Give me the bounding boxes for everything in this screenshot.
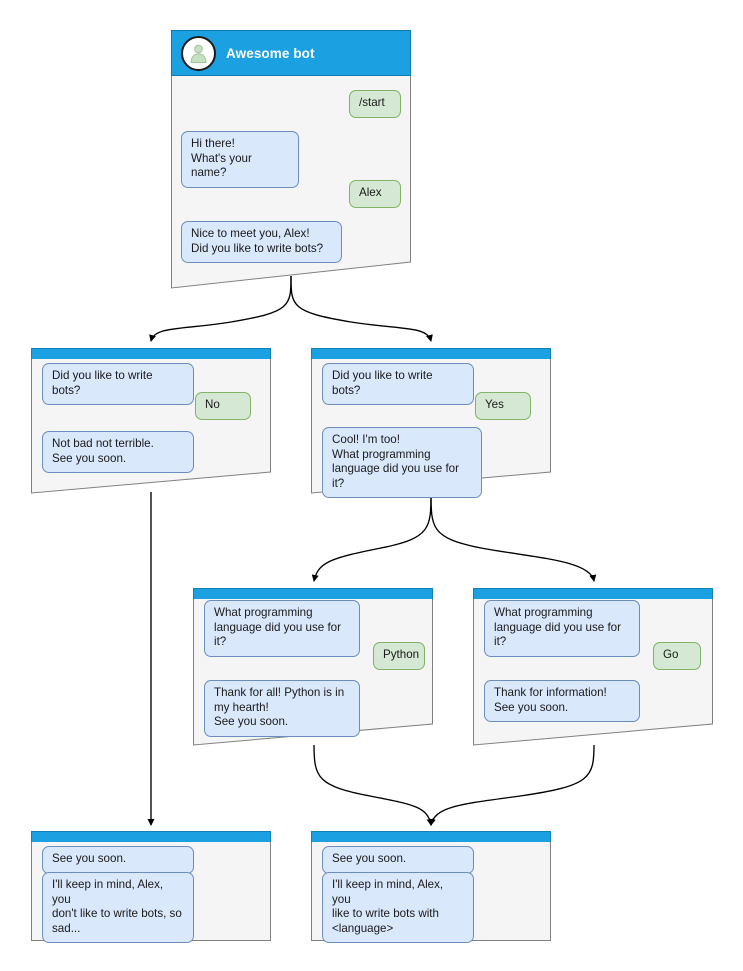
- node-root-header: Awesome bot: [171, 30, 411, 76]
- node-python-branch[interactable]: What programming language did you use fo…: [193, 588, 433, 751]
- node-python-branch-header: [193, 588, 433, 599]
- edge-python-to-end-happy: [313, 744, 434, 826]
- message-bubble-bot: Cool! I'm too! What programming language…: [322, 427, 482, 499]
- message-bubble-bot: Did you like to write bots?: [42, 363, 194, 406]
- node-go-branch-header: [473, 588, 713, 599]
- node-yes-branch-header: [311, 348, 551, 359]
- message-bubble-bot: Did you like to write bots?: [322, 363, 474, 406]
- node-yes-branch[interactable]: Did you like to write bots? Yes Cool! I'…: [311, 348, 551, 500]
- bot-title: Awesome bot: [226, 45, 315, 61]
- message-bubble-user: No: [195, 392, 251, 420]
- message-bubble-bot: See you soon.: [42, 846, 194, 874]
- message-bubble-bot: Not bad not terrible. See you soon.: [42, 431, 194, 474]
- node-no-branch[interactable]: Did you like to write bots? No Not bad n…: [31, 348, 271, 500]
- message-bubble-bot: I'll keep in mind, Alex, you like to wri…: [322, 872, 474, 944]
- node-root[interactable]: Awesome bot /start Hi there! What's your…: [171, 30, 411, 292]
- message-bubble-bot: Thank for information! See you soon.: [484, 680, 640, 723]
- message-bubble-bot: Nice to meet you, Alex! Did you like to …: [181, 221, 342, 264]
- message-bubble-user: Alex: [349, 180, 401, 208]
- message-bubble-bot: Thank for all! Python is in my hearth! S…: [204, 680, 360, 737]
- edge-yes-to-go: [430, 491, 597, 582]
- edge-go-to-end-happy: [428, 744, 595, 826]
- node-end-happy[interactable]: See you soon. I'll keep in mind, Alex, y…: [311, 831, 551, 944]
- message-bubble-bot: See you soon.: [322, 846, 474, 874]
- node-end-sad[interactable]: See you soon. I'll keep in mind, Alex, y…: [31, 831, 271, 944]
- message-bubble-bot: I'll keep in mind, Alex, you don't like …: [42, 872, 194, 944]
- message-bubble-user: Yes: [475, 392, 531, 420]
- message-bubble-user: Python: [373, 642, 425, 670]
- node-no-branch-header: [31, 348, 271, 359]
- node-go-branch[interactable]: What programming language did you use fo…: [473, 588, 713, 751]
- edge-yes-to-python: [311, 491, 432, 582]
- person-avatar-icon: [181, 35, 216, 71]
- node-end-sad-header: [31, 831, 271, 842]
- message-bubble-user: Go: [653, 642, 701, 670]
- node-end-happy-header: [311, 831, 551, 842]
- message-bubble-user: /start: [349, 90, 401, 118]
- message-bubble-bot: Hi there! What's your name?: [181, 131, 299, 188]
- message-bubble-bot: What programming language did you use fo…: [484, 600, 640, 657]
- message-bubble-bot: What programming language did you use fo…: [204, 600, 360, 657]
